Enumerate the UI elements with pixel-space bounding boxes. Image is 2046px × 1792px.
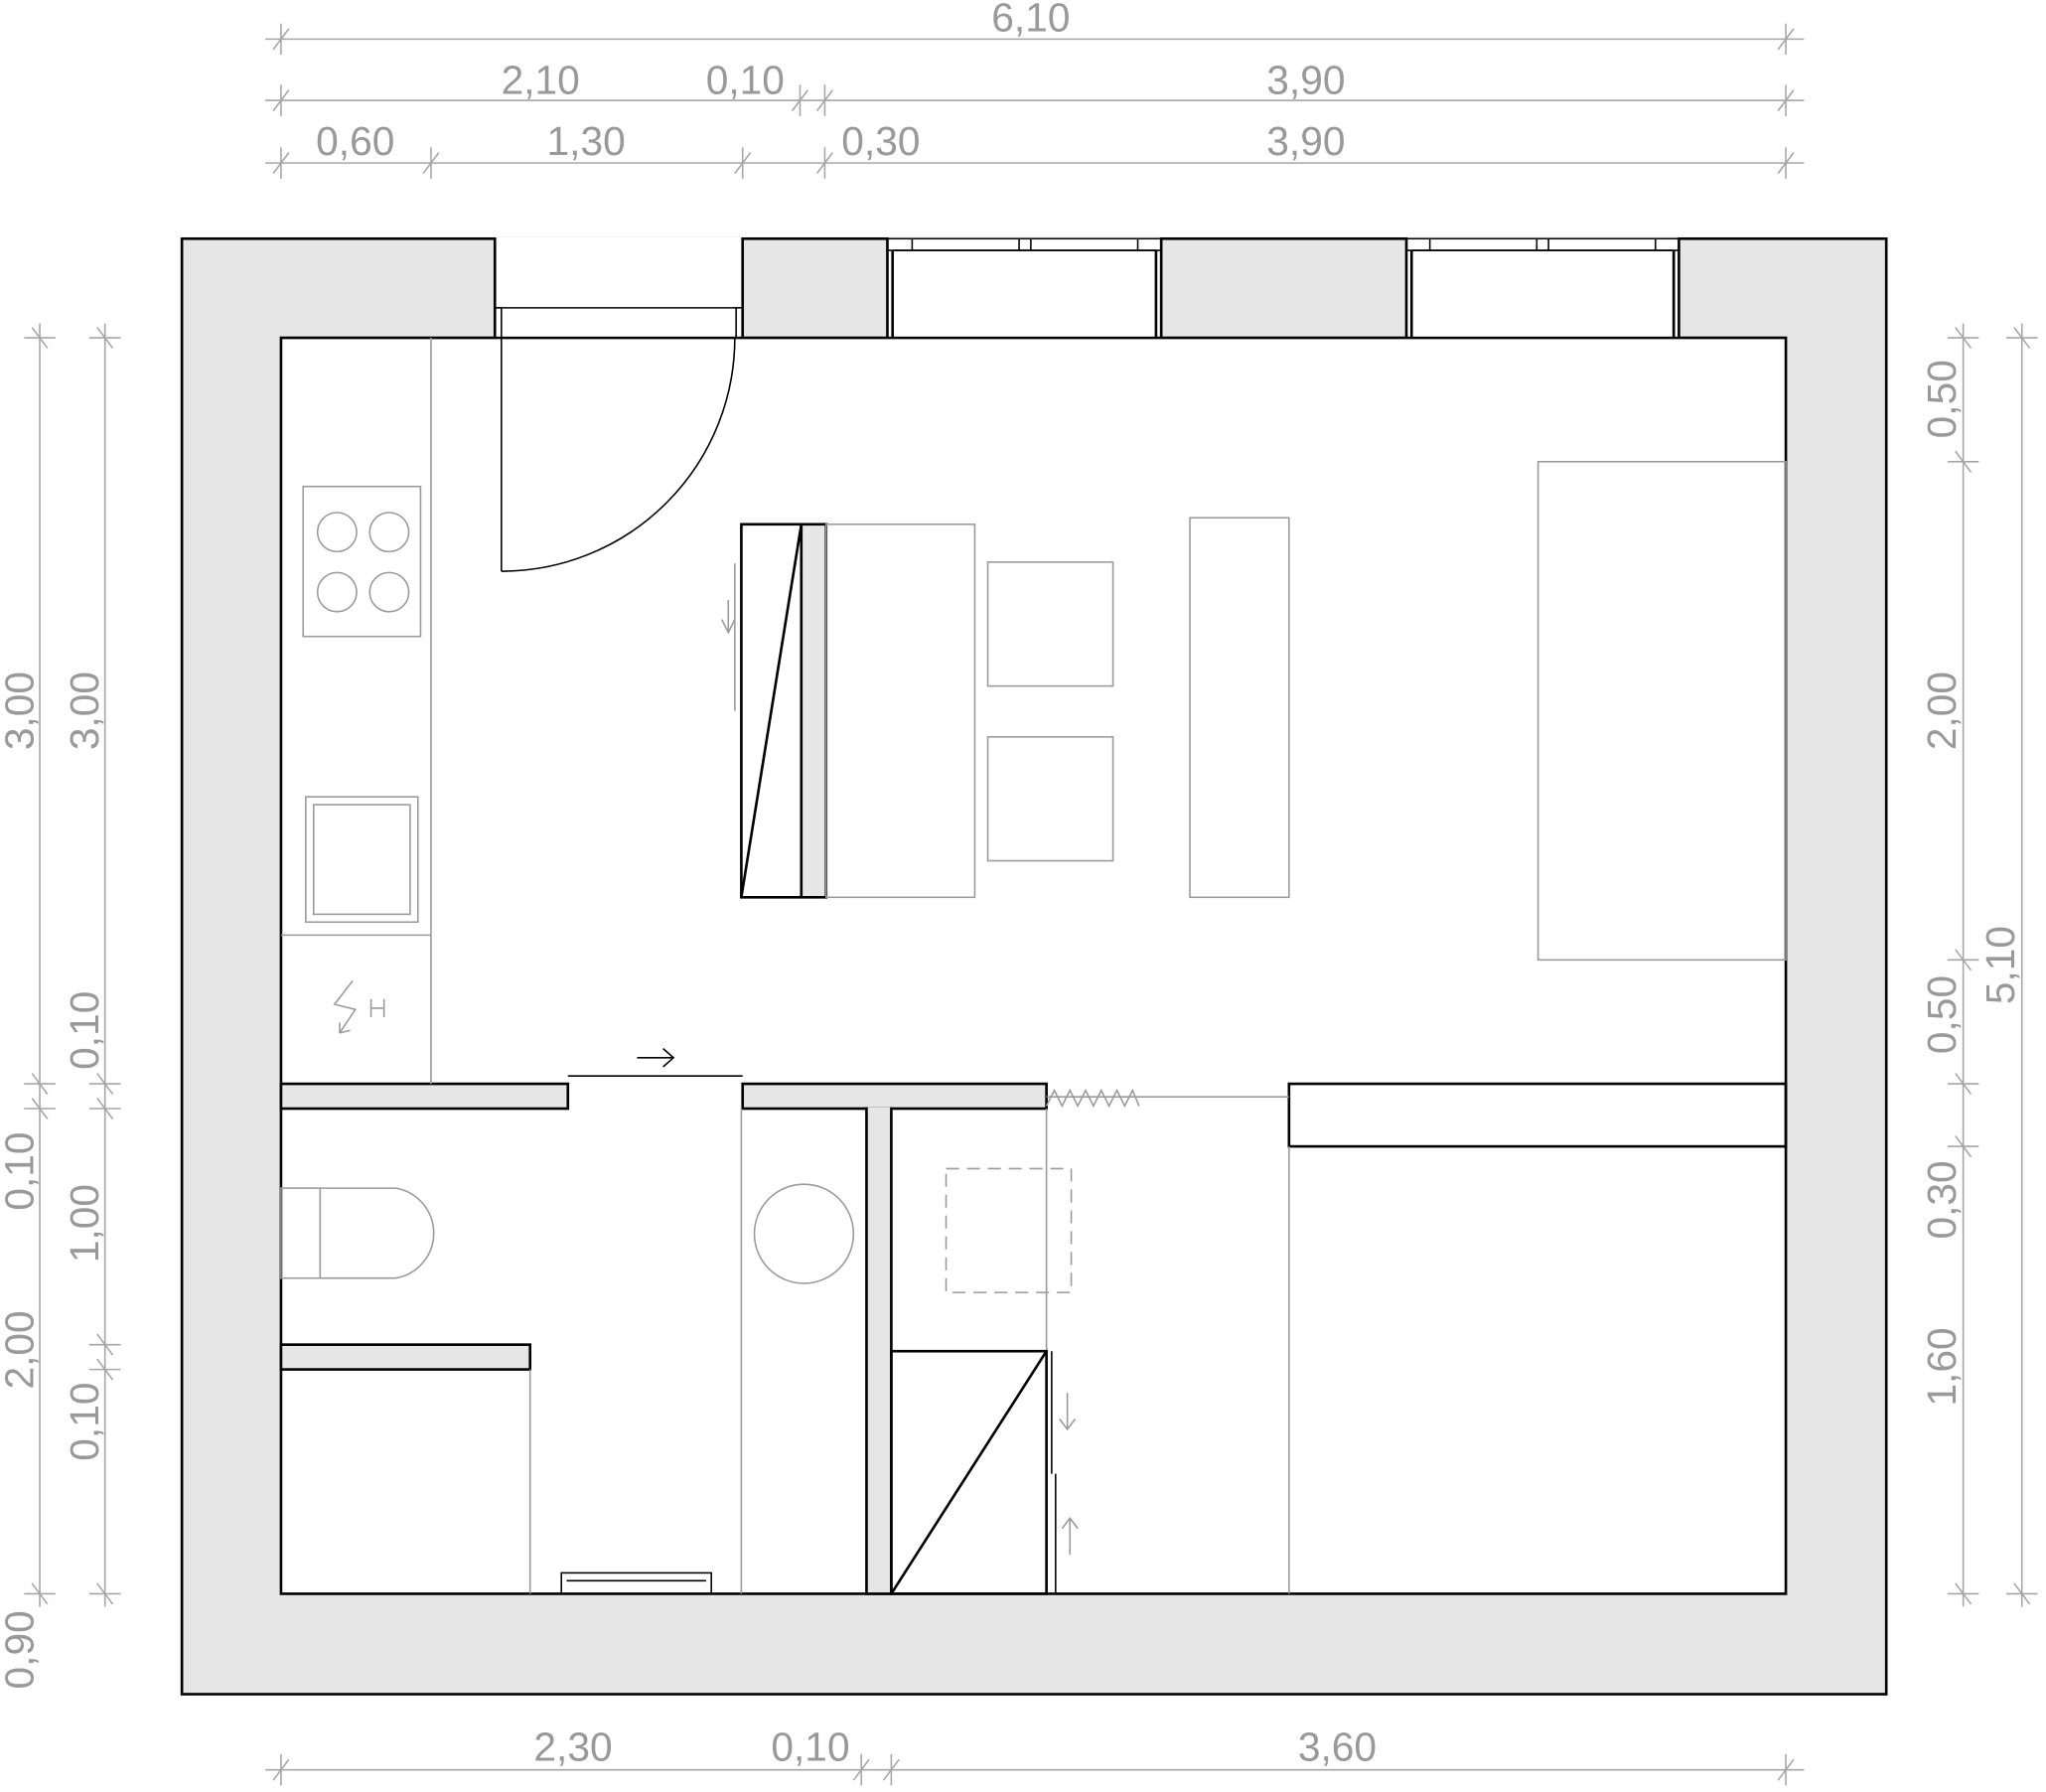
dimension-tick <box>791 84 808 116</box>
chair <box>986 736 1114 862</box>
dim-label: 2,30 <box>533 1723 612 1769</box>
dashed-chair <box>945 1167 1073 1293</box>
dimension-tick <box>422 147 440 179</box>
radiator <box>560 1571 712 1595</box>
dim-label: 0,10 <box>0 1131 42 1210</box>
dim-total-width: 6,10 <box>991 0 1070 41</box>
wardrobe <box>890 1349 1079 1595</box>
shelf <box>1287 1082 1788 1148</box>
dimension-tick <box>24 1098 56 1120</box>
dim-label: 0,10 <box>771 1723 849 1769</box>
dim-label: 1,30 <box>547 118 626 164</box>
dim-label: 1,00 <box>62 1184 107 1263</box>
dim-label: 0,30 <box>841 118 920 164</box>
entrance-door <box>494 307 744 572</box>
chair <box>986 561 1114 687</box>
dimension-tick <box>1777 84 1795 116</box>
dimension-tick <box>88 1073 121 1096</box>
dim-label: 0,10 <box>706 58 785 103</box>
dimension-tick <box>1947 327 1979 350</box>
dimension-tick <box>1947 1073 1979 1096</box>
dimension-tick <box>88 1333 121 1356</box>
bench <box>1189 517 1290 899</box>
toilet-icon <box>280 1187 435 1279</box>
washing-machine-icon <box>753 1183 855 1284</box>
dimension-tick <box>88 1098 121 1120</box>
stove-icon <box>302 485 422 638</box>
dimension-tick <box>1777 147 1795 179</box>
dimension-tick <box>815 147 833 179</box>
dimension-tick <box>24 327 56 350</box>
dimension-tick <box>815 84 833 116</box>
dim-label: 3,00 <box>0 672 42 750</box>
dimension-tick <box>1947 949 1979 971</box>
dimension-tick <box>1947 1582 1979 1605</box>
dimension-tick <box>272 84 290 116</box>
dimension-tick <box>88 1358 121 1381</box>
dimension-tick <box>88 327 121 350</box>
dimension-tick <box>272 147 290 179</box>
bed <box>1536 460 1787 962</box>
sink-icon <box>305 796 419 924</box>
dimension-tick <box>24 1073 56 1096</box>
interior-walls <box>279 1048 1048 1595</box>
window <box>886 237 1162 339</box>
dimension-tick <box>1777 1753 1795 1786</box>
dim-label: 0,30 <box>1919 1160 1965 1239</box>
kitchen-counter <box>280 338 432 1085</box>
dimension-tick <box>1947 1135 1979 1158</box>
dim-label: 2,00 <box>1919 672 1965 750</box>
outer-walls <box>180 236 1888 1696</box>
dim-label: 0,50 <box>1919 360 1965 438</box>
dimension-tick <box>1777 23 1795 56</box>
dim-label: 1,60 <box>1919 1327 1965 1406</box>
table <box>824 523 976 899</box>
dimension-tick <box>272 23 290 56</box>
dimension-tick <box>882 1753 900 1786</box>
dim-label: 0,90 <box>0 1610 42 1689</box>
dim-label: 3,90 <box>1266 58 1345 103</box>
arrow-icon <box>637 1048 675 1068</box>
dim-label: 3,60 <box>1298 1723 1377 1769</box>
dimension-tick <box>88 1582 121 1605</box>
dimension-tick <box>2005 1582 2038 1605</box>
dim-label: 2,00 <box>0 1310 42 1389</box>
dim-label: 3,00 <box>62 672 107 750</box>
dim-label: 0,60 <box>316 118 394 164</box>
dimension-lines <box>24 23 2038 1786</box>
dimension-tick <box>2005 327 2038 350</box>
dim-label: 0,10 <box>62 991 107 1070</box>
sofa-bed <box>721 523 828 899</box>
dimension-tick <box>852 1753 870 1786</box>
dim-label: 2,10 <box>502 58 580 103</box>
dimension-tick <box>1947 450 1979 473</box>
dimension-tick <box>734 147 752 179</box>
dimension-tick <box>24 1582 56 1605</box>
dim-label: 0,10 <box>62 1383 107 1461</box>
window <box>1405 237 1681 339</box>
dim-label: 3,90 <box>1266 118 1345 164</box>
boiler-icon <box>333 979 385 1034</box>
curtain-icon <box>1045 1088 1140 1109</box>
dim-label: 0,50 <box>1919 975 1965 1054</box>
dim-total-height: 5,10 <box>1977 926 2023 1004</box>
dimension-tick <box>272 1753 290 1786</box>
